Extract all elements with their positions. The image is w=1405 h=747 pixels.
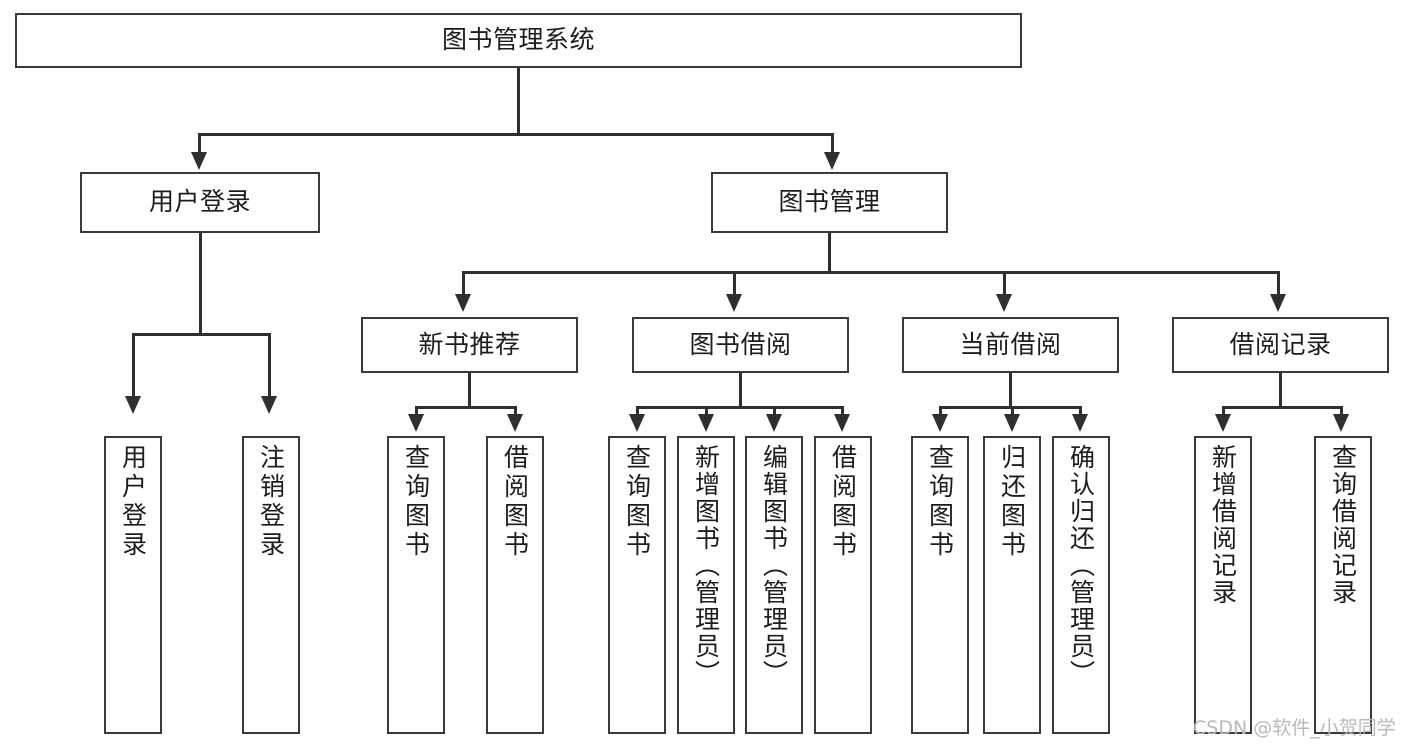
connector-current-drop-1: [939, 406, 942, 415]
arrow-to-user-login: [191, 152, 207, 170]
node-label: 用户登录: [118, 444, 148, 560]
watermark-text: CSDN @软件_小贺同学: [1193, 717, 1396, 739]
node-label: 查询图书: [401, 444, 431, 560]
connector-bm-drop-1: [462, 271, 465, 294]
connector-borrow-bus: [636, 406, 843, 409]
leaf-user-login-login[interactable]: 用户登录: [104, 436, 162, 734]
node-book-borrow[interactable]: 图书借阅: [632, 317, 849, 373]
arrow-to-book-management: [824, 152, 840, 170]
connector-record-drop-1: [1222, 406, 1225, 415]
arrow-to-leaf-current-confirm-return: [1072, 414, 1088, 432]
leaf-current-return-book[interactable]: 归还图书: [983, 436, 1041, 734]
connector-record-stem: [1279, 373, 1282, 408]
connector-recommend-drop-1: [415, 406, 418, 415]
leaf-record-query-record[interactable]: 查询借阅记录: [1314, 436, 1372, 734]
node-label: 新增图书（管理员）: [691, 444, 721, 687]
connector-user-login-drop-2: [268, 333, 271, 398]
connector-root-bus: [198, 133, 833, 136]
connector-bm-drop-2: [733, 271, 736, 294]
node-label: 确认归还（管理员）: [1066, 444, 1096, 687]
connector-borrow-drop-1: [636, 406, 639, 415]
node-label: 新书推荐: [418, 329, 521, 359]
connector-borrow-stem: [739, 373, 742, 408]
node-label: 借阅图书: [828, 444, 858, 560]
node-user-login[interactable]: 用户登录: [80, 172, 320, 233]
node-label: 用户登录: [148, 187, 251, 217]
node-label: 查询图书: [622, 444, 652, 560]
connector-recommend-bus: [415, 406, 517, 409]
connector-record-bus: [1222, 406, 1342, 409]
connector-recommend-drop-2: [514, 406, 517, 415]
leaf-borrow-edit-book[interactable]: 编辑图书（管理员）: [745, 436, 803, 734]
connector-current-drop-2: [1011, 406, 1014, 415]
node-label: 借阅图书: [500, 444, 530, 560]
arrow-to-leaf-record-add-record: [1215, 414, 1231, 432]
connector-recommend-stem: [468, 373, 471, 408]
node-label: 图书管理系统: [441, 25, 595, 55]
connector-record-drop-2: [1340, 406, 1343, 415]
connector-user-login-stem: [199, 233, 202, 335]
connector-current-bus: [939, 406, 1081, 409]
node-book-management[interactable]: 图书管理: [711, 172, 948, 233]
node-label: 图书管理: [778, 187, 881, 217]
node-label: 归还图书: [997, 444, 1027, 560]
connector-borrow-drop-4: [841, 406, 844, 415]
node-root-system[interactable]: 图书管理系统: [15, 13, 1022, 68]
arrow-to-leaf-recommend-borrow-book: [507, 414, 523, 432]
connector-user-login-bus: [132, 333, 270, 336]
connector-book-management-stem: [828, 233, 831, 273]
connector-bm-drop-3: [1003, 271, 1006, 294]
connector-borrow-drop-2: [705, 406, 708, 415]
node-label: 查询借阅记录: [1328, 444, 1358, 606]
arrow-to-leaf-user-login-login: [125, 396, 141, 414]
leaf-borrow-borrow-book[interactable]: 借阅图书: [814, 436, 872, 734]
arrow-to-leaf-current-query-book: [932, 414, 948, 432]
node-label: 当前借阅: [959, 329, 1062, 359]
arrow-to-borrow-record: [1270, 294, 1286, 312]
node-label: 图书借阅: [689, 329, 792, 359]
leaf-borrow-query-book[interactable]: 查询图书: [608, 436, 666, 734]
node-new-book-recommend[interactable]: 新书推荐: [361, 317, 578, 373]
leaf-record-add-record[interactable]: 新增借阅记录: [1194, 436, 1252, 734]
arrow-to-book-borrow: [726, 294, 742, 312]
node-label: 新增借阅记录: [1208, 444, 1238, 606]
arrow-to-leaf-borrow-edit-book: [766, 414, 782, 432]
leaf-recommend-query-book[interactable]: 查询图书: [387, 436, 445, 734]
arrow-to-leaf-record-query-record: [1333, 414, 1349, 432]
node-label: 注销登录: [256, 444, 286, 560]
node-label: 编辑图书（管理员）: [759, 444, 789, 687]
leaf-current-query-book[interactable]: 查询图书: [911, 436, 969, 734]
connector-borrow-drop-3: [773, 406, 776, 415]
node-borrow-record[interactable]: 借阅记录: [1172, 317, 1389, 373]
connector-bm-drop-4: [1277, 271, 1280, 294]
leaf-user-login-logout[interactable]: 注销登录: [242, 436, 300, 734]
connector-current-drop-3: [1079, 406, 1082, 415]
connector-book-management-bus: [462, 271, 1280, 274]
leaf-recommend-borrow-book[interactable]: 借阅图书: [486, 436, 544, 734]
arrow-to-current-borrow: [996, 294, 1012, 312]
connector-root-drop-right: [831, 133, 834, 154]
leaf-borrow-add-book[interactable]: 新增图书（管理员）: [677, 436, 735, 734]
node-current-borrow[interactable]: 当前借阅: [902, 317, 1119, 373]
arrow-to-leaf-borrow-borrow-book: [834, 414, 850, 432]
arrow-to-leaf-user-login-logout: [261, 396, 277, 414]
arrow-to-leaf-recommend-query-book: [408, 414, 424, 432]
connector-user-login-drop-1: [132, 333, 135, 398]
node-label: 查询图书: [925, 444, 955, 560]
arrow-to-leaf-current-return-book: [1004, 414, 1020, 432]
connector-root-stem: [517, 68, 520, 135]
arrow-to-leaf-borrow-query-book: [629, 414, 645, 432]
connector-root-drop-left: [198, 133, 201, 154]
arrow-to-new-book-recommend: [455, 294, 471, 312]
arrow-to-leaf-borrow-add-book: [698, 414, 714, 432]
node-label: 借阅记录: [1229, 329, 1332, 359]
connector-current-stem: [1009, 373, 1012, 408]
leaf-current-confirm-return[interactable]: 确认归还（管理员）: [1052, 436, 1110, 734]
